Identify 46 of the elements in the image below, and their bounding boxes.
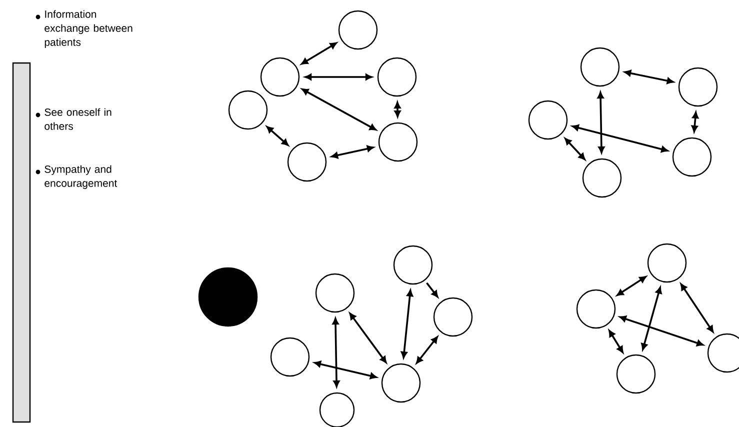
circle-node [582, 158, 622, 198]
arrow [426, 282, 438, 298]
circle-node [270, 337, 310, 377]
circle-node [672, 137, 712, 177]
arrow [564, 138, 586, 160]
arrow [331, 145, 374, 159]
circle-node [381, 363, 421, 403]
circle-node [378, 122, 418, 162]
arrow [572, 124, 668, 152]
bullet-text: Sympathy and encouragement [44, 165, 118, 189]
arrow [400, 290, 414, 358]
arrow [620, 316, 704, 346]
arrow [394, 102, 401, 118]
arrow [597, 92, 605, 154]
circle-node [576, 289, 616, 329]
filled-circle [198, 267, 258, 327]
circle-node [377, 57, 417, 97]
arrow [302, 88, 376, 130]
arrow [616, 276, 646, 296]
arrow [314, 360, 377, 380]
arrow [624, 70, 674, 84]
arrow [332, 318, 340, 388]
circle-node [616, 354, 656, 394]
arrow [349, 312, 387, 364]
arrow [301, 42, 337, 65]
circle-node [228, 90, 268, 130]
circle-node [260, 57, 300, 97]
circle-node [678, 67, 718, 107]
circle-node [315, 273, 355, 313]
circle-node [338, 10, 378, 50]
arrow [691, 112, 699, 132]
arrow [304, 74, 372, 80]
bullet-text: See oneself in others [44, 108, 112, 130]
bullet-text: Information exchange between patients [44, 10, 132, 48]
arrow [266, 126, 289, 146]
circle-node [528, 100, 568, 140]
arrow [608, 330, 624, 353]
vertical-bar [12, 62, 31, 423]
arrow [416, 336, 438, 364]
arrow [680, 284, 714, 332]
circle-node [287, 142, 327, 182]
arrow [641, 286, 662, 350]
circle-node [393, 245, 433, 285]
circle-node [647, 243, 687, 283]
circle-node [433, 297, 473, 337]
circle-node [580, 47, 620, 87]
